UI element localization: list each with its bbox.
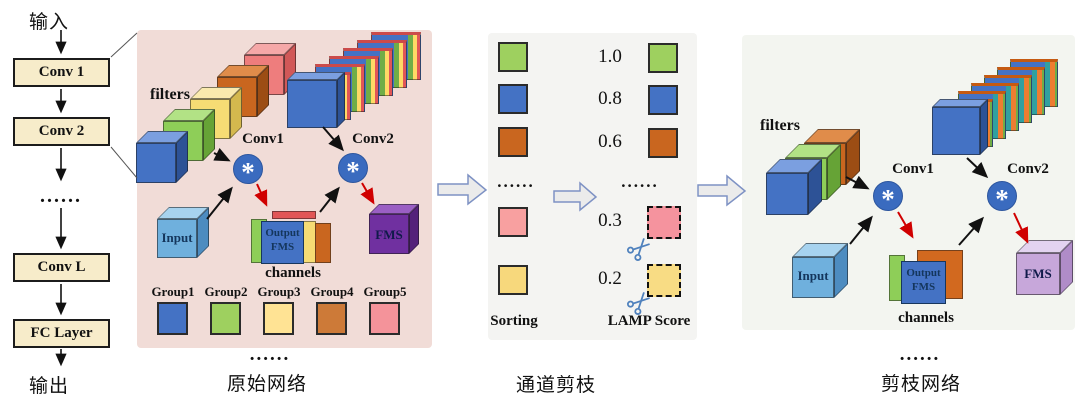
input-label: 输入 — [28, 12, 69, 33]
group2-swatch — [210, 302, 241, 335]
original-conv1-op: * — [233, 154, 263, 187]
group3-swatch — [263, 302, 294, 335]
score-4: 0.3 — [598, 210, 622, 231]
group1-label: Group1 — [151, 284, 195, 299]
original-filters-label: filters — [150, 86, 190, 103]
pruned-channels-label: channels — [898, 310, 954, 326]
original-conv2-label: Conv2 — [352, 131, 394, 147]
lamp-swatch-2 — [648, 85, 678, 115]
group3-label: Group3 — [257, 284, 301, 299]
pruned-filter-cube-blue — [766, 159, 822, 215]
sorting-swatch-3 — [498, 127, 528, 157]
score-3: 0.6 — [598, 131, 622, 152]
pruned-input-label: Input — [797, 268, 829, 283]
original-conv1-label: Conv1 — [242, 131, 284, 147]
sorting-swatch-1 — [498, 42, 528, 72]
sorting-swatch-4 — [498, 207, 528, 237]
layer-box-conv2: Conv 2 — [13, 117, 110, 146]
pruned-output-fms — [901, 261, 946, 304]
original-ellipsis: ...... — [249, 344, 291, 365]
pruned-feature-map-front — [932, 99, 988, 155]
score-2: 0.8 — [598, 88, 622, 109]
original-output-fms — [261, 221, 304, 264]
pruned-fms-cube — [1016, 240, 1073, 295]
original-caption: 原始网络 — [226, 374, 307, 395]
lamp-swatch-5-pruned — [647, 264, 681, 297]
feature-map-front — [287, 72, 345, 128]
sorting-label: Sorting — [490, 313, 538, 329]
score-1: 1.0 — [598, 46, 622, 67]
group4-swatch — [316, 302, 347, 335]
lamp-swatch-4-pruned — [647, 206, 681, 239]
output-label: 输出 — [28, 376, 69, 397]
layer-box-convL: Conv L — [13, 253, 110, 282]
pruned-fms-label: FMS — [1024, 266, 1052, 281]
lamp-swatch-3 — [648, 128, 678, 158]
original-fms-label: FMS — [375, 227, 403, 242]
original-fms-cube — [369, 204, 419, 254]
left-flow-ellipsis: ...... — [40, 185, 82, 207]
original-channels-label: channels — [265, 265, 321, 281]
filter-cube-blue — [136, 131, 188, 183]
output-fms-red-strip — [272, 211, 316, 219]
sorting-ellipsis: ...... — [497, 172, 535, 191]
pruned-input-cube — [792, 243, 848, 298]
sorting-swatch-2 — [498, 84, 528, 114]
block-arrow-3 — [697, 174, 747, 207]
pruned-conv1-op: * — [873, 181, 903, 214]
lamp-score-label: LAMP Score — [607, 313, 691, 329]
original-conv2-op: * — [338, 153, 368, 186]
pruned-conv1-label: Conv1 — [892, 161, 934, 177]
group2-label: Group2 — [204, 284, 248, 299]
pruned-filters-label: filters — [760, 117, 800, 134]
sorting-swatch-5 — [498, 265, 528, 295]
group5-swatch — [369, 302, 400, 335]
original-input-cube — [157, 207, 209, 258]
score-5: 0.2 — [598, 268, 622, 289]
lamp-ellipsis: ...... — [621, 172, 659, 191]
pruned-conv2-label: Conv2 — [1007, 161, 1049, 177]
layer-box-conv1: Conv 1 — [13, 58, 110, 87]
original-input-label: Input — [161, 230, 193, 245]
output-fms-orange-sheet — [315, 223, 331, 263]
pruned-output-fms-label: Output FMS — [906, 267, 941, 293]
pruned-ellipsis: ...... — [899, 344, 941, 365]
original-output-fms-label: Output FMS — [265, 227, 300, 253]
layer-box-fc: FC Layer — [13, 319, 110, 348]
group4-label: Group4 — [310, 284, 354, 299]
group5-label: Group5 — [363, 284, 407, 299]
group1-swatch — [157, 302, 188, 335]
zoom-callout-lines — [110, 32, 138, 179]
lamp-swatch-1 — [648, 43, 678, 73]
pruning-caption: 通道剪枝 — [515, 375, 596, 396]
pruned-conv2-op: * — [987, 181, 1017, 214]
pruned-caption: 剪枝网络 — [880, 374, 961, 395]
block-arrow-1 — [437, 173, 488, 206]
